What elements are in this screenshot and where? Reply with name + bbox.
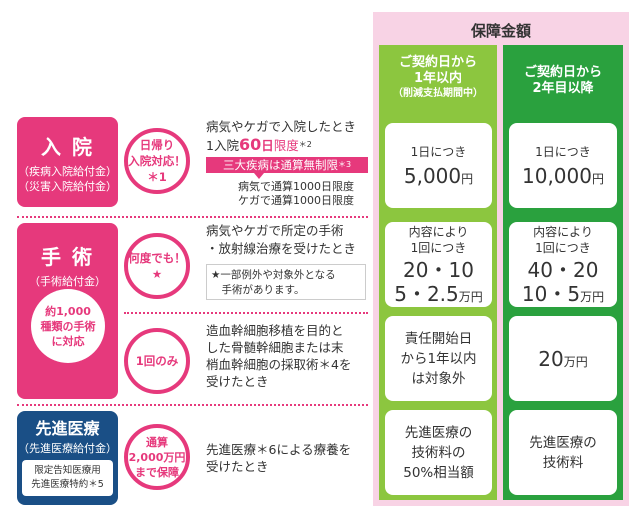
column-header-year1: ご契約日から 1年以内 （削減支払期間中）: [379, 45, 497, 115]
category-advanced-medical: 先進医療 （先進医療給付金） 限定告知医療用 先進医療特約＊5: [17, 411, 118, 505]
divider: [124, 312, 368, 314]
hospitalization-amount-year1: 1日につき 5,000円: [385, 123, 492, 208]
surgery-amount-year1: 内容により 1回につき 20・10 5・2.5万円: [385, 222, 492, 307]
banner-pointer: [254, 173, 264, 179]
surgery-amount-year2: 内容により 1回につき 40・20 10・5万円: [509, 222, 617, 307]
category-name: 手 術: [41, 245, 94, 269]
advanced-medical-desc: 先進医療＊6による療養を 受けたとき: [206, 442, 352, 474]
hospitalization-badge: 日帰り 入院対応！ ＊1: [124, 128, 190, 194]
stem-cell-badge: 1回のみ: [124, 328, 190, 394]
cap-note: 病気で通算1000日限度 ケガで通算1000日限度: [238, 180, 354, 207]
rider-tag: 限定告知医療用 先進医療特約＊5: [22, 460, 113, 496]
stem-cell-amount-year2: 20万円: [509, 316, 617, 401]
surgery-badge: 何度でも！ ★: [124, 233, 190, 299]
column-header-year2: ご契約日から 2年目以降: [503, 45, 623, 115]
category-hospitalization: 入 院 （疾病入院給付金） （災害入院給付金）: [17, 117, 118, 207]
divider: [17, 216, 368, 218]
advanced-medical-badge: 通算 2,000万円 まで保障: [124, 424, 190, 490]
hospitalization-desc: 病気やケガで入院したとき 1入院60日限度＊2: [206, 119, 357, 154]
unlimited-banner: 三大疾病は通算無制限＊3: [206, 157, 368, 173]
stem-cell-amount-year1: 責任開始日 から1年以内 は対象外: [385, 316, 492, 401]
surgery-note: ★一部例外や対象外となる 手術があります。: [206, 264, 366, 300]
category-name: 入 院: [41, 135, 94, 159]
coverage-header: 保障金額: [470, 22, 531, 40]
advanced-medical-amount-year1: 先進医療の 技術料の 50%相当額: [385, 410, 492, 495]
surgery-desc: 病気やケガで所定の手術 ・放射線治療を受けたとき: [206, 223, 357, 256]
divider: [17, 404, 368, 406]
hospitalization-amount-year2: 1日につき 10,000円: [509, 123, 617, 208]
stem-cell-desc: 造血幹細胞移植を目的と した骨髄幹細胞または末 梢血幹細胞の採取術＊4を 受けた…: [206, 323, 352, 389]
category-name: 先進医療: [35, 419, 100, 438]
advanced-medical-amount-year2: 先進医療の 技術料: [509, 410, 617, 495]
surgery-types-badge: 約1,000 種類の手術 に対応: [31, 289, 105, 363]
